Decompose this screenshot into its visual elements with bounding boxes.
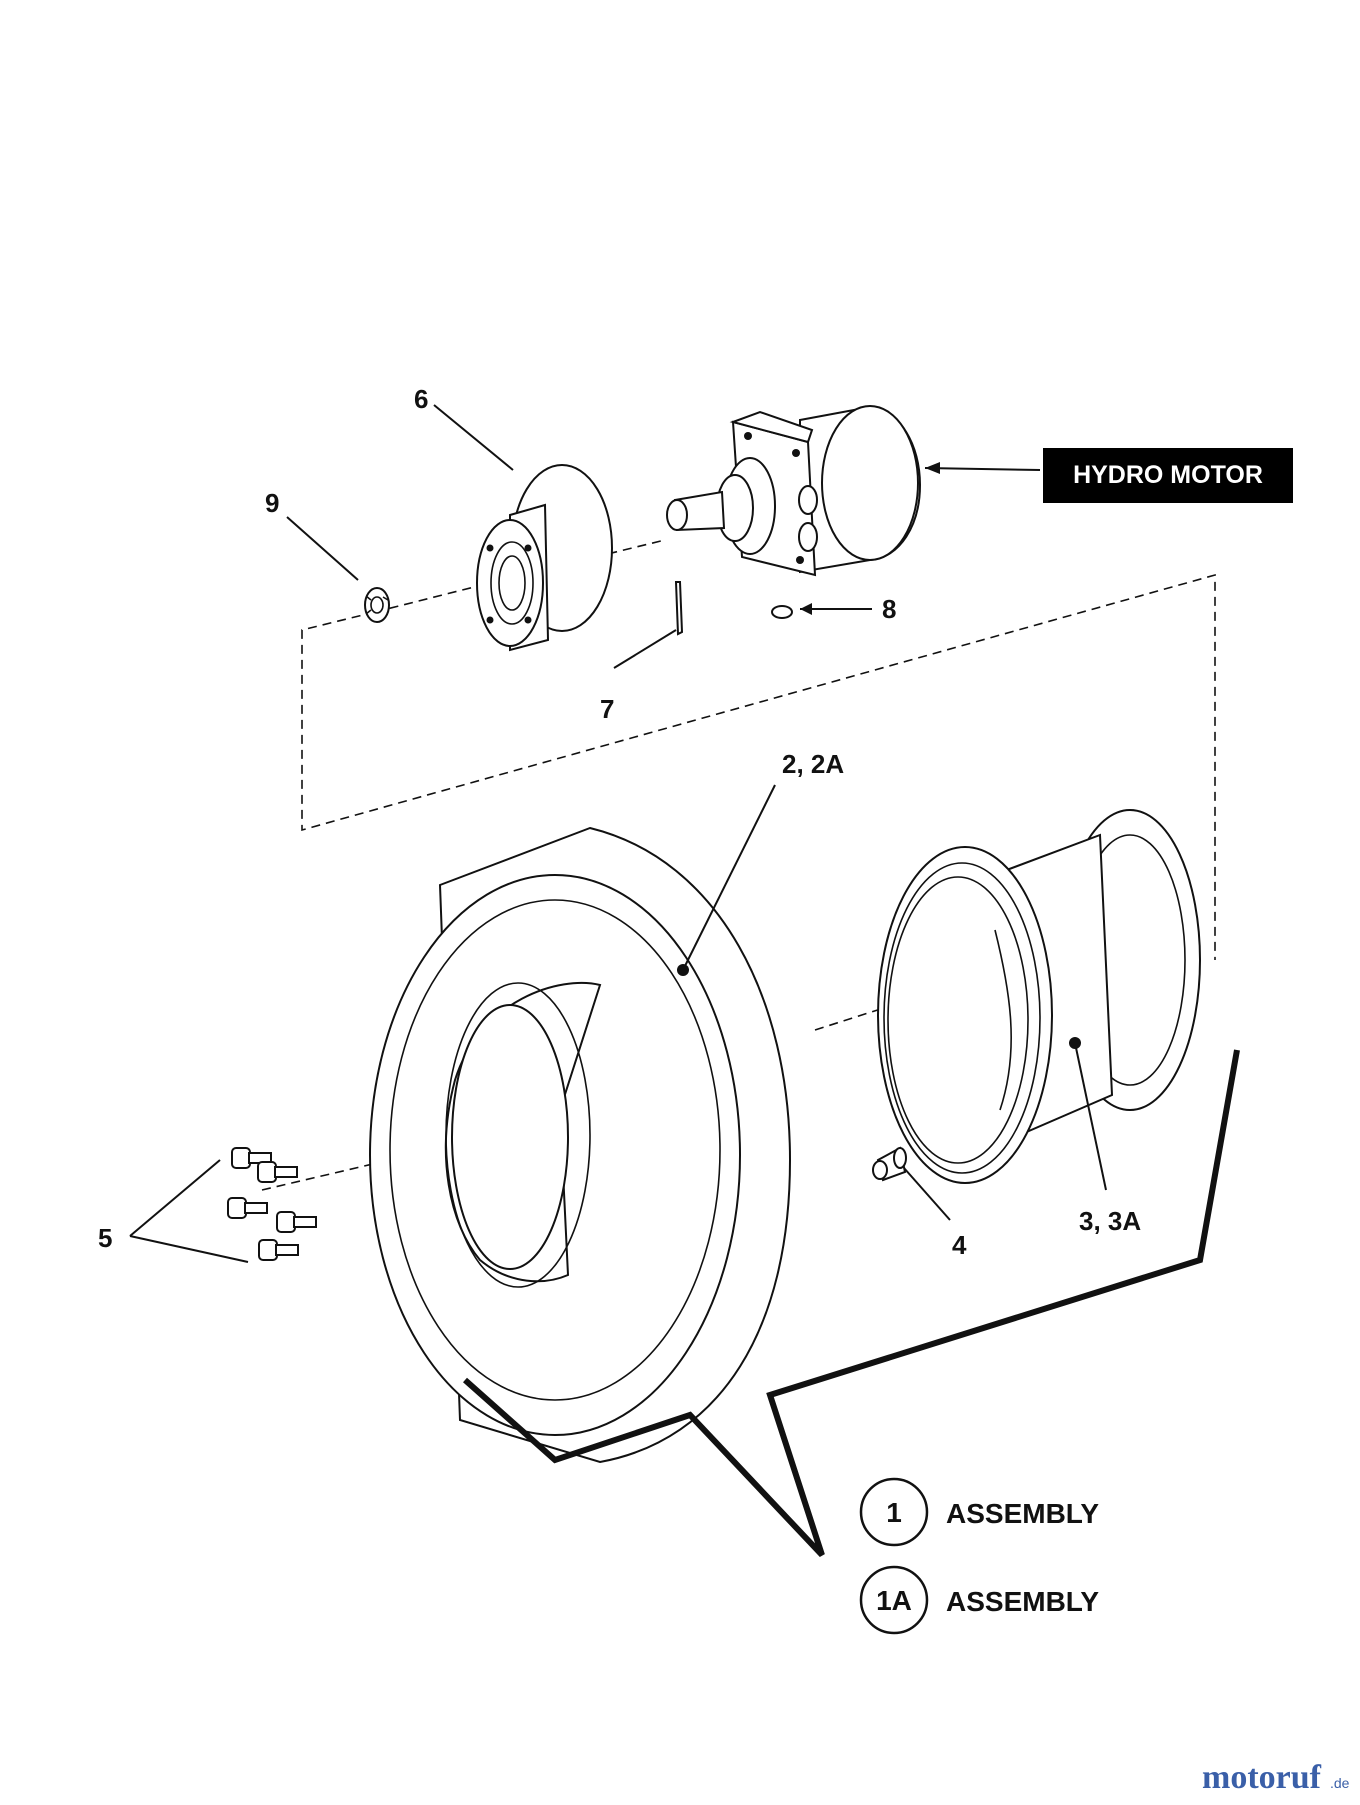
callout-3-3a: 3, 3A bbox=[1079, 1206, 1141, 1236]
watermark-suffix: .de bbox=[1330, 1775, 1350, 1791]
svg-text:HYDRO MOTOR: HYDRO MOTOR bbox=[1073, 461, 1263, 489]
hydro-motor-label: HYDRO MOTOR bbox=[1043, 448, 1293, 503]
assembly-1-label: ASSEMBLY bbox=[946, 1498, 1099, 1529]
leader-lines bbox=[129, 404, 1107, 1263]
assembly-bracket bbox=[463, 1049, 1240, 1558]
assembly-1-circle bbox=[859, 1477, 929, 1547]
valve-stem bbox=[872, 1146, 907, 1182]
assembly-1a-label: ASSEMBLY bbox=[946, 1586, 1099, 1617]
assembly-1a-circle bbox=[859, 1565, 929, 1635]
tire-leader-dot bbox=[677, 964, 689, 976]
watermark-logo: motoruf .de bbox=[1202, 1759, 1350, 1796]
wheel-hub bbox=[476, 464, 613, 652]
castle-nut bbox=[364, 587, 390, 623]
tire bbox=[369, 826, 792, 1464]
cotter-pin bbox=[674, 581, 684, 636]
hydro-motor bbox=[666, 405, 922, 577]
woodruff-key bbox=[771, 605, 793, 619]
callout-4: 4 bbox=[952, 1230, 967, 1260]
assembly-1-number: 1 bbox=[886, 1497, 902, 1528]
rim-leader-dot bbox=[1069, 1037, 1081, 1049]
callout-8: 8 bbox=[882, 594, 896, 624]
callout-9: 9 bbox=[265, 488, 279, 518]
callout-6: 6 bbox=[414, 384, 428, 414]
assembly-legend: 1 ASSEMBLY 1A ASSEMBLY bbox=[859, 1477, 1099, 1635]
callout-7: 7 bbox=[600, 694, 614, 724]
watermark-text: motoruf bbox=[1202, 1759, 1322, 1796]
callout-2-2a: 2, 2A bbox=[782, 749, 844, 779]
lug-bolts bbox=[227, 1147, 317, 1261]
callout-5: 5 bbox=[98, 1223, 112, 1253]
assembly-1a-number: 1A bbox=[876, 1585, 912, 1616]
wheel-rim bbox=[877, 809, 1201, 1184]
